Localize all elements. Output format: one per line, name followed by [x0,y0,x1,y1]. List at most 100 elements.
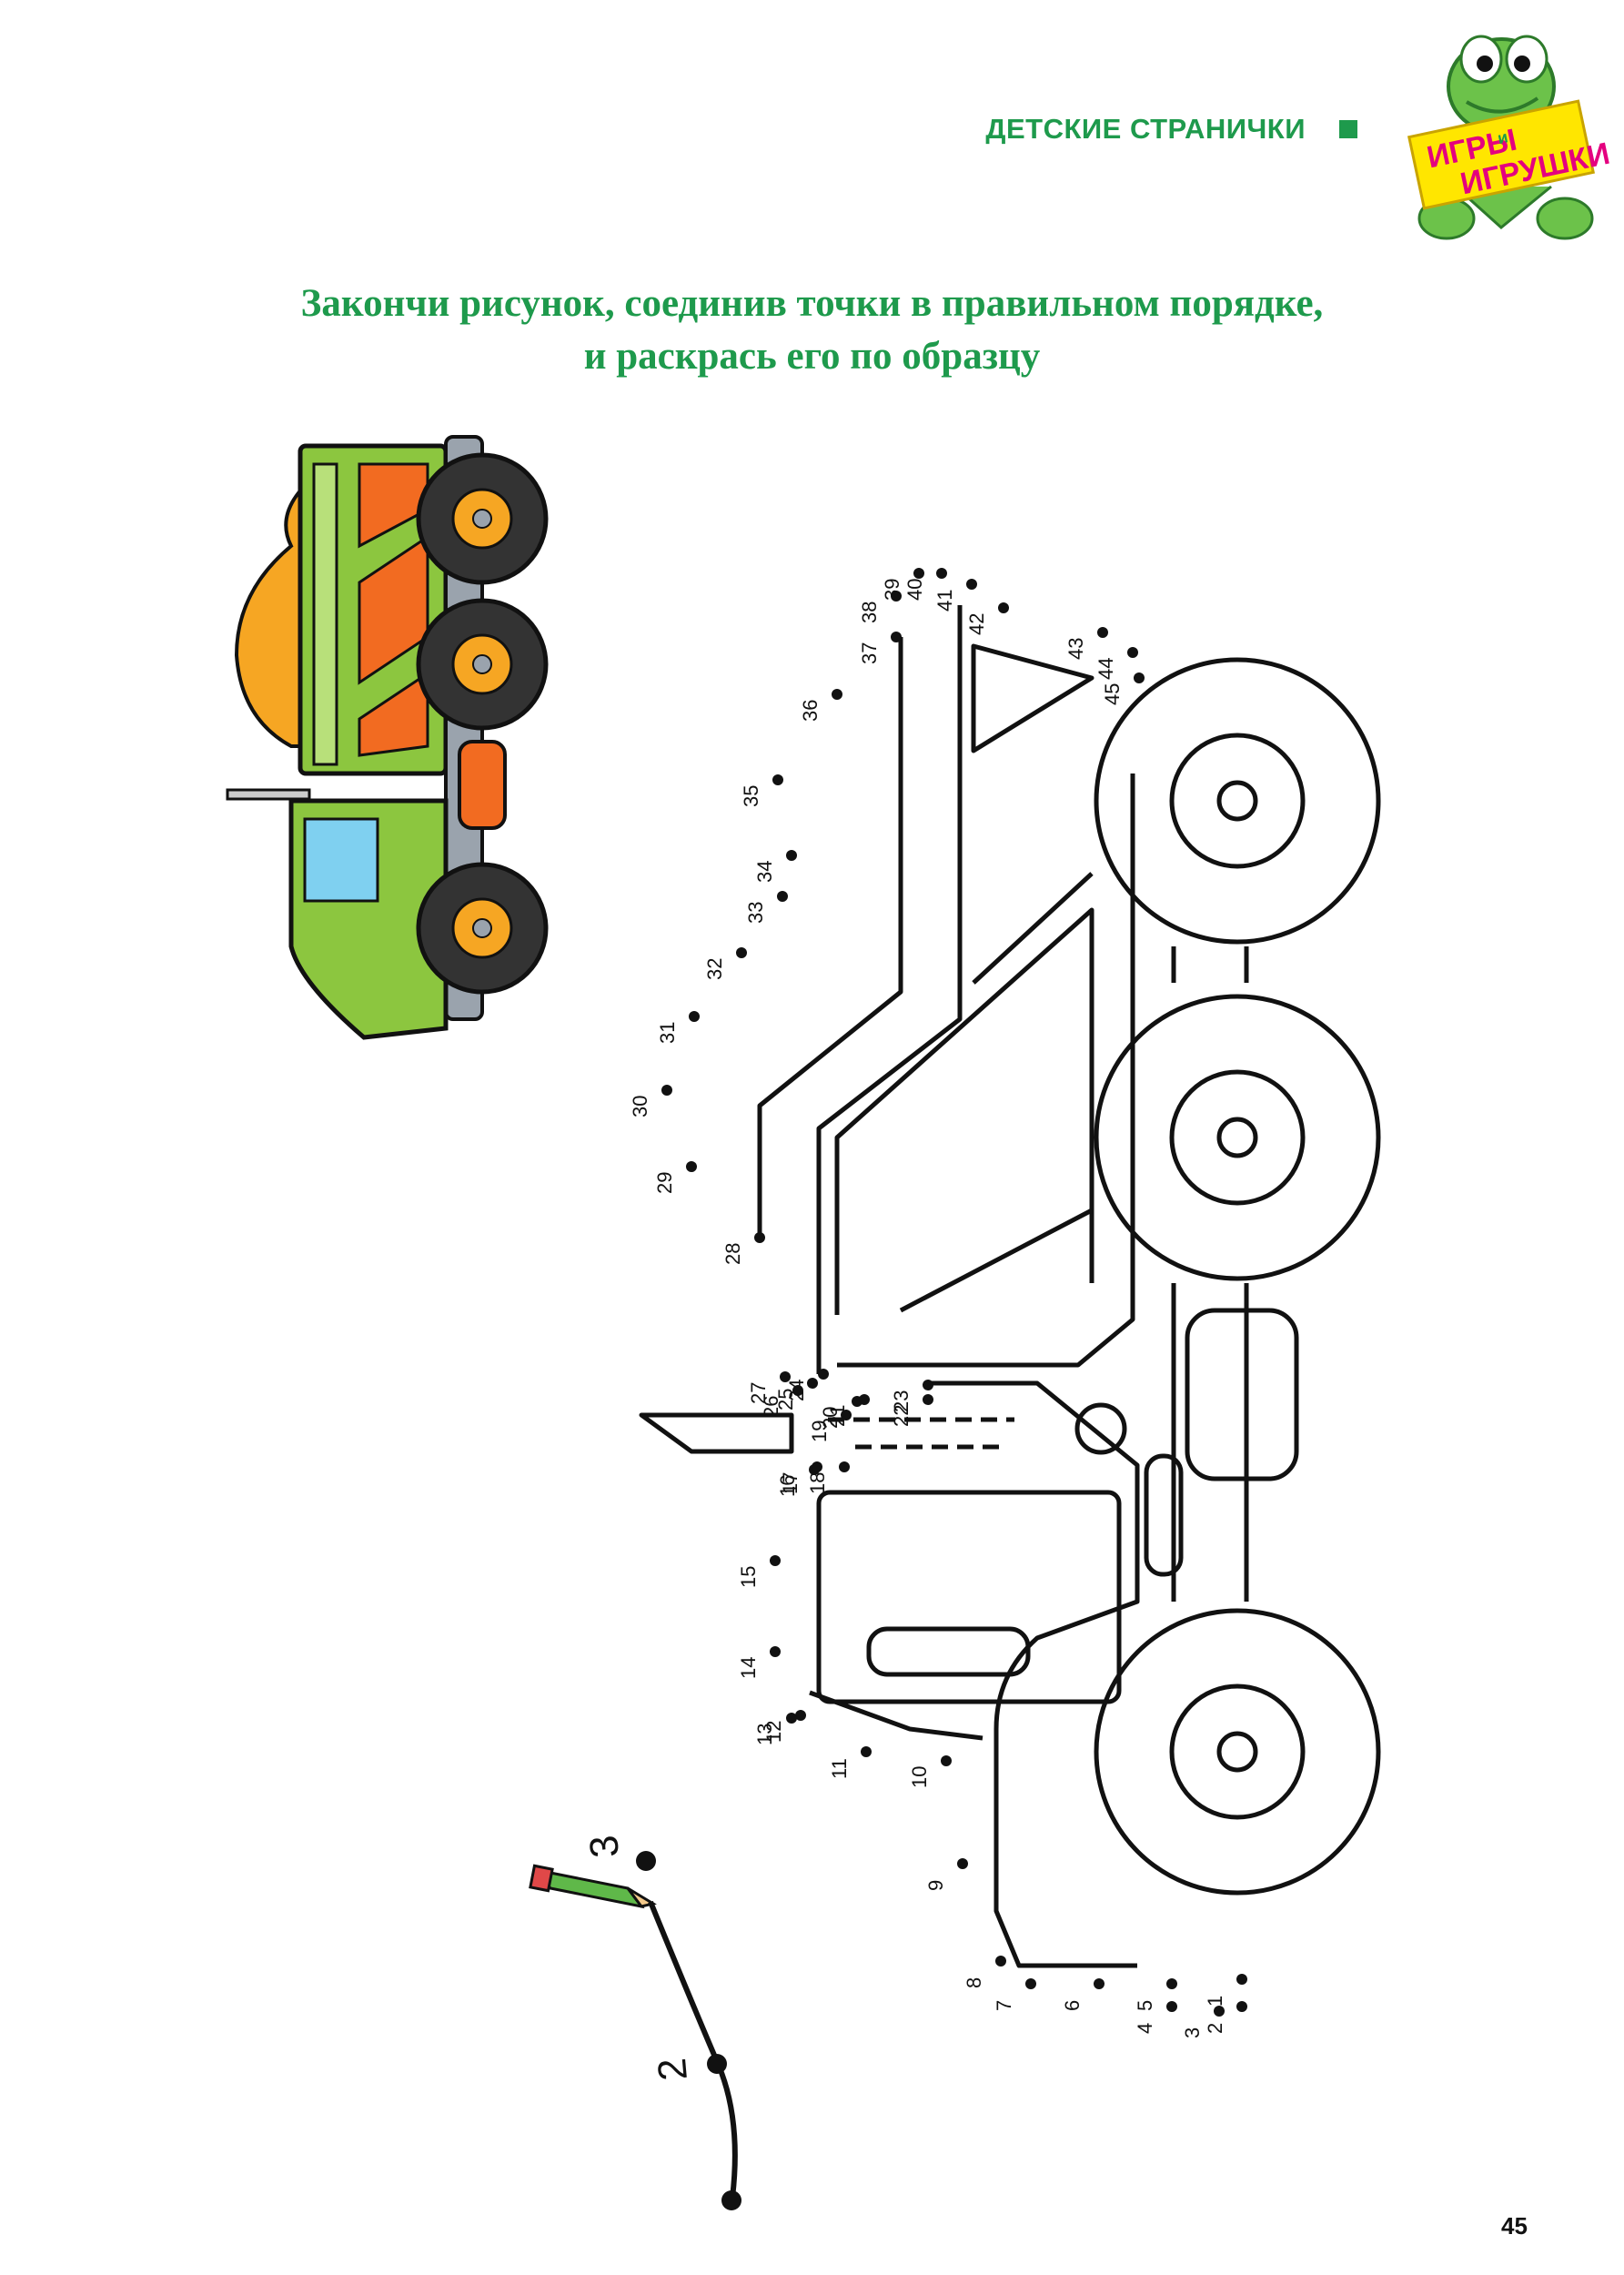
dot-label-33: 33 [744,902,767,924]
dot-label-40: 40 [903,579,926,601]
task-title: Закончи рисунок, соединив точки в правил… [0,278,1624,383]
outline-wheel-2 [1094,994,1381,1281]
outline-wheel-3 [1094,1608,1381,1896]
dot-18 [839,1461,850,1472]
dot-label-34: 34 [753,861,776,883]
dot-label-6: 6 [1061,2000,1084,2011]
dot-36 [832,689,842,700]
dot-label-3: 3 [1181,2027,1204,2038]
dot-label-29: 29 [653,1172,676,1194]
dot-31 [689,1011,700,1022]
dot-label-21: 21 [826,1405,849,1427]
dot-42 [998,602,1009,613]
dot-label-1: 1 [1204,1996,1226,2007]
dot-35 [772,774,783,785]
dot-29 [686,1161,697,1172]
dot-label-20: 20 [819,1407,842,1429]
dot-label-39: 39 [881,579,903,601]
dot-label-2: 2 [1204,2023,1226,2034]
dot-label-36: 36 [799,700,822,722]
dot-7 [1025,1978,1036,1989]
dot-32 [736,947,747,958]
dot-label-11: 11 [828,1758,851,1779]
wheel-icon [416,862,549,995]
wheel-icon [416,452,549,585]
dot-2 [1236,2001,1247,2012]
dot-13 [786,1713,797,1724]
dot-14 [770,1646,781,1657]
task-title-line-1: Закончи рисунок, соединив точки в правил… [300,282,1324,325]
dot-33 [777,891,788,902]
dot-label-19: 19 [808,1421,831,1442]
dot-label-43: 43 [1064,638,1087,660]
dot-26 [792,1385,803,1396]
page-number: 45 [1501,2212,1528,2240]
dot-label-17: 17 [779,1472,802,1494]
dot-label-42: 42 [965,613,988,635]
dot-45 [1134,672,1145,683]
dot-label-18: 18 [806,1472,829,1494]
dot-label-9: 9 [924,1880,947,1891]
dot-label-4: 4 [1134,2023,1156,2034]
dot-6 [1094,1978,1105,1989]
dot-10 [941,1755,952,1766]
dot-44 [1127,647,1138,658]
dot-label-10: 10 [908,1766,931,1788]
dot-label-14: 14 [737,1657,760,1679]
dot-11 [861,1746,872,1757]
dot-label-38: 38 [858,602,881,623]
task-title-line-2: и раскрась его по образцу [583,335,1041,378]
pencil-icon [529,1864,657,1909]
dot-12 [795,1710,806,1721]
dot-24 [818,1369,829,1380]
dot-37 [891,632,902,642]
dot-40 [936,568,947,579]
dot-label-45: 45 [1101,683,1124,705]
dot-label-32: 32 [703,958,726,980]
dot-label-30: 30 [629,1096,651,1117]
dot-34 [786,850,797,861]
dot-19 [841,1410,852,1421]
dot-label-31: 31 [656,1022,679,1044]
dot-9 [957,1858,968,1869]
dot-label-26: 26 [760,1396,782,1418]
dot-label-12: 12 [762,1721,785,1743]
outline-wheel-1 [1094,657,1381,945]
example-label-3: 3 [581,1834,628,1860]
dot-label-16: 16 [776,1475,799,1497]
dot-30 [661,1085,672,1096]
dot-label-22: 22 [890,1405,913,1427]
dot-4 [1166,2001,1177,2012]
dot-43 [1097,627,1108,638]
dot-label-37: 37 [858,642,881,664]
dot-1 [1236,1974,1247,1985]
dot-label-28: 28 [721,1243,744,1265]
dot-label-15: 15 [737,1566,760,1588]
dot-8 [995,1956,1006,1967]
dot-label-41: 41 [933,590,956,612]
example-label-2: 2 [650,2057,696,2083]
dot-15 [770,1555,781,1566]
dot-label-27: 27 [747,1382,770,1404]
dot-21 [859,1394,870,1405]
dot-label-44: 44 [1094,658,1117,680]
dot-22 [923,1394,933,1405]
dot-label-8: 8 [963,1977,985,1988]
dot-5 [1166,1978,1177,1989]
dot-17 [812,1461,822,1472]
dot-25 [807,1378,818,1389]
dot-label-13: 13 [753,1724,776,1745]
wheel-icon [416,598,549,731]
dot-23 [923,1380,933,1390]
dot-label-35: 35 [740,785,762,807]
dot-39 [913,568,924,579]
dot-3 [1214,2006,1225,2017]
dot-28 [754,1232,765,1243]
dot-27 [780,1371,791,1382]
dot-label-23: 23 [890,1390,913,1412]
example-line [648,1900,738,2199]
